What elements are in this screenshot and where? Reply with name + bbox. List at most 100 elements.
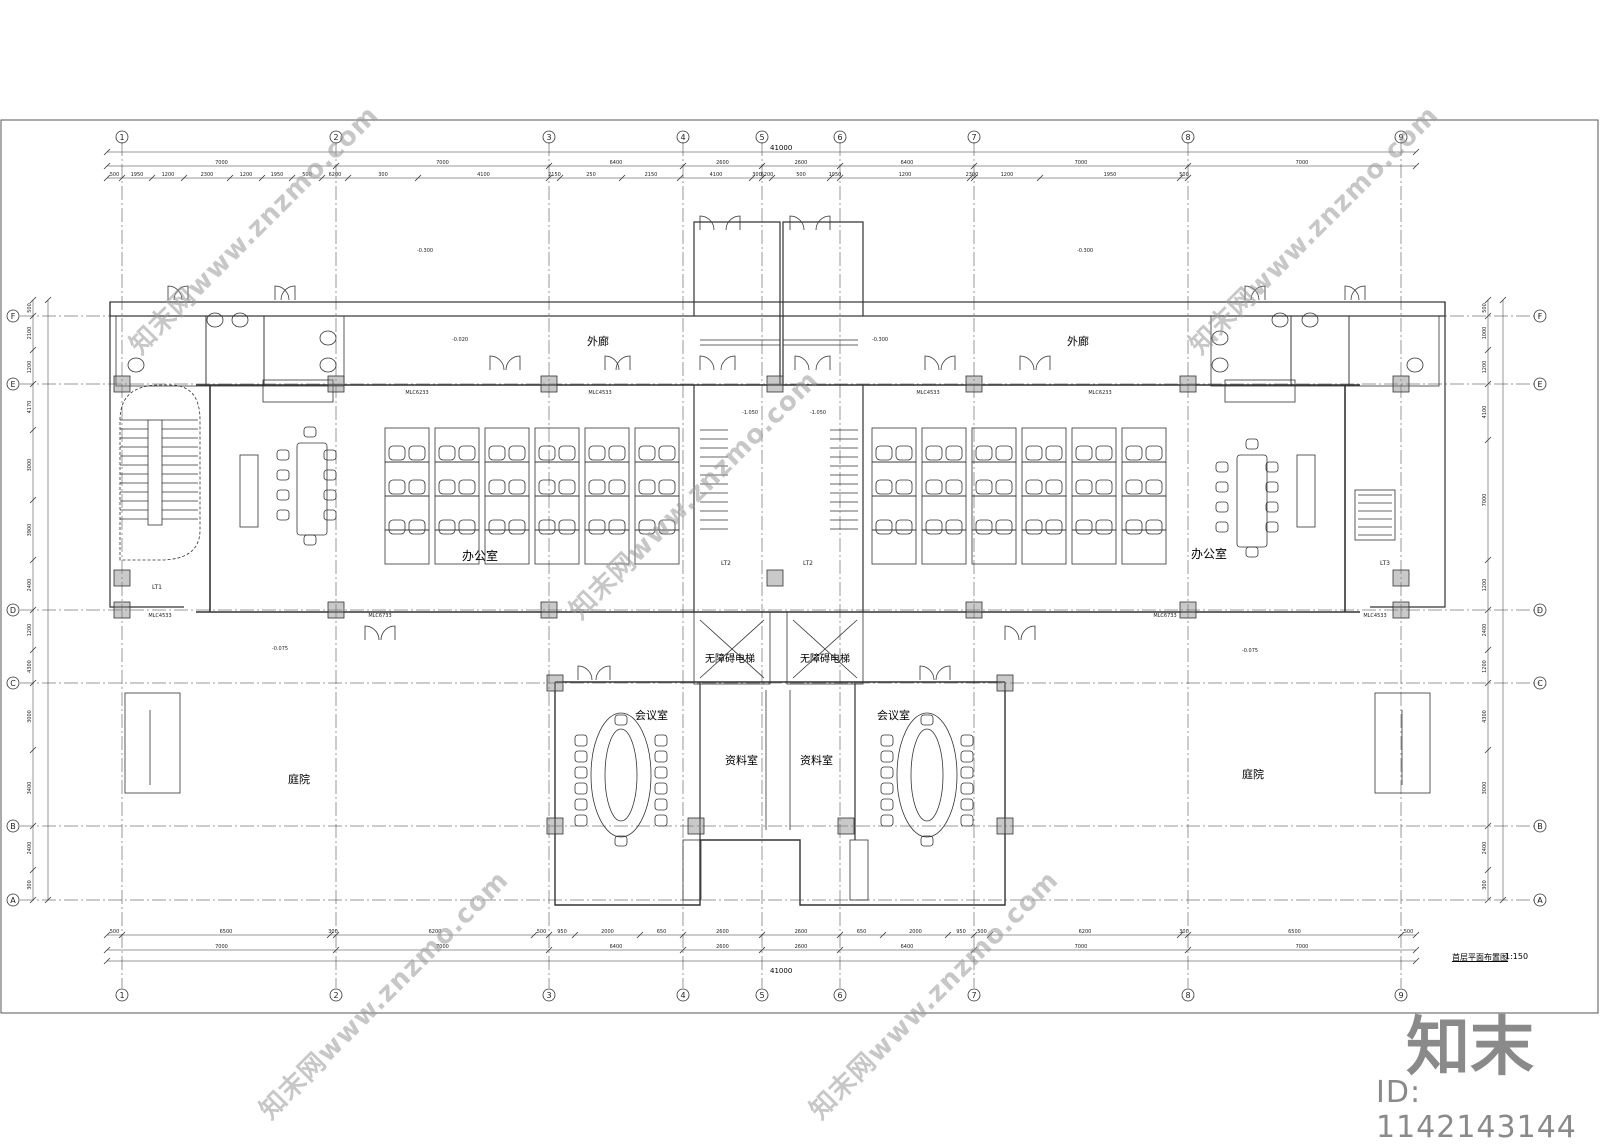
door bbox=[789, 215, 805, 231]
meeting-chair bbox=[323, 449, 337, 461]
grid-bubble bbox=[6, 676, 20, 690]
dim-tick bbox=[1484, 380, 1492, 388]
dim-tick bbox=[986, 931, 994, 939]
office-chair bbox=[895, 519, 913, 535]
office-chair bbox=[458, 519, 476, 535]
level-mark: -0.300 bbox=[1077, 248, 1093, 254]
dim-tick bbox=[970, 162, 978, 170]
office-chair bbox=[925, 445, 943, 461]
dim-tick bbox=[1412, 162, 1420, 170]
column bbox=[1392, 569, 1410, 587]
meeting-chair bbox=[880, 814, 894, 827]
dim-tick bbox=[1036, 174, 1044, 182]
dim-label: 7000 bbox=[1075, 160, 1088, 166]
dim-label: 3400 bbox=[27, 782, 33, 795]
office-chair bbox=[1125, 519, 1143, 535]
grid-bubble bbox=[676, 988, 690, 1002]
dim-tick bbox=[29, 646, 37, 654]
meeting-chair bbox=[276, 489, 290, 501]
dim-label: 2400 bbox=[1482, 624, 1488, 637]
toilet-fixture bbox=[127, 357, 145, 373]
meeting-chair bbox=[654, 814, 668, 827]
workstation bbox=[384, 529, 430, 565]
office-chair bbox=[975, 479, 993, 495]
dim-tick bbox=[288, 174, 296, 182]
dim-label: 2600 bbox=[795, 944, 808, 950]
workstation bbox=[871, 427, 917, 463]
dim-tick bbox=[1176, 174, 1184, 182]
brand-logo: 知末 bbox=[1406, 1010, 1534, 1085]
dim-label: 500 bbox=[537, 929, 547, 935]
dim-tick bbox=[676, 174, 684, 182]
door bbox=[1244, 285, 1260, 301]
workstation bbox=[1021, 461, 1067, 497]
meeting-chair bbox=[574, 766, 588, 779]
dim-tick bbox=[556, 174, 564, 182]
dim-label: 2000 bbox=[601, 929, 614, 935]
column bbox=[766, 375, 784, 393]
level-mark: -1.050 bbox=[742, 410, 758, 416]
meeting-chair bbox=[880, 734, 894, 747]
dim-tick bbox=[679, 162, 687, 170]
workstation bbox=[1071, 427, 1117, 463]
office-chair bbox=[995, 445, 1013, 461]
workstation bbox=[434, 461, 480, 497]
meeting-chair bbox=[276, 449, 290, 461]
grid-label: 6 bbox=[837, 133, 842, 142]
dim-tick bbox=[29, 866, 37, 874]
dim-label: 7000 bbox=[436, 944, 449, 950]
dim-label: 500 bbox=[1482, 303, 1488, 313]
grid-bubble bbox=[115, 988, 129, 1002]
door bbox=[604, 355, 620, 371]
dim-tick bbox=[758, 162, 766, 170]
office-chair bbox=[558, 445, 576, 461]
meeting-chair bbox=[574, 734, 588, 747]
dim-label: 6400 bbox=[610, 944, 623, 950]
dim-tick bbox=[29, 556, 37, 564]
office-chair bbox=[945, 479, 963, 495]
dim-label: 6200 bbox=[761, 172, 774, 178]
dim-label: 2400 bbox=[27, 579, 33, 592]
dim-tick bbox=[679, 946, 687, 954]
dim-label: 500 bbox=[1404, 929, 1414, 935]
dim-tick bbox=[1484, 312, 1492, 320]
office-chair bbox=[995, 519, 1013, 535]
dim-label: 6400 bbox=[901, 160, 914, 166]
dim-tick bbox=[836, 174, 844, 182]
toilet-fixture bbox=[231, 312, 249, 328]
meeting-chair bbox=[1265, 461, 1279, 473]
meeting-chair bbox=[654, 766, 668, 779]
level-mark: -0.075 bbox=[1242, 648, 1258, 654]
dim-label: 6200 bbox=[429, 929, 442, 935]
column bbox=[540, 601, 558, 619]
workstation bbox=[921, 495, 967, 531]
dim-label: 1200 bbox=[1482, 579, 1488, 592]
dim-tick bbox=[1412, 931, 1420, 939]
dim-label: 500 bbox=[977, 929, 987, 935]
grid-bubble bbox=[1533, 676, 1547, 690]
dim-tick bbox=[970, 946, 978, 954]
dim-tick bbox=[1484, 556, 1492, 564]
dim-label: 500 bbox=[27, 303, 33, 313]
meeting-chair bbox=[323, 469, 337, 481]
dim-tick bbox=[29, 822, 37, 830]
dim-tick bbox=[148, 174, 156, 182]
meeting-chair bbox=[574, 798, 588, 811]
dim-label: 1950 bbox=[271, 172, 284, 178]
dim-tick bbox=[1184, 174, 1192, 182]
dim-label: 1950 bbox=[1104, 172, 1117, 178]
image-id: ID: 1142143144 bbox=[1376, 1075, 1577, 1145]
office-chair bbox=[538, 479, 556, 495]
meeting-chair bbox=[1265, 521, 1279, 533]
grid-label: C bbox=[1537, 679, 1543, 688]
workstation bbox=[534, 495, 580, 531]
dim-tick bbox=[29, 606, 37, 614]
dim-tick bbox=[103, 946, 111, 954]
grid-bubble bbox=[542, 988, 556, 1002]
column bbox=[540, 375, 558, 393]
workstation bbox=[871, 461, 917, 497]
grid-label: 6 bbox=[837, 991, 842, 1000]
column bbox=[1392, 601, 1410, 619]
dim-tick bbox=[1397, 931, 1405, 939]
door-code: MLC6733 bbox=[1153, 613, 1176, 619]
